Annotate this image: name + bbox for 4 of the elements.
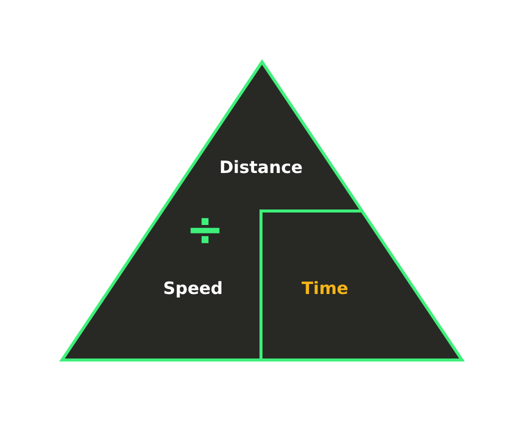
quantity-label: Speed [163,279,223,299]
quantity-label: Distance [219,158,303,178]
division-sign: ÷ [186,206,224,252]
quantity-label: Time [302,279,348,299]
